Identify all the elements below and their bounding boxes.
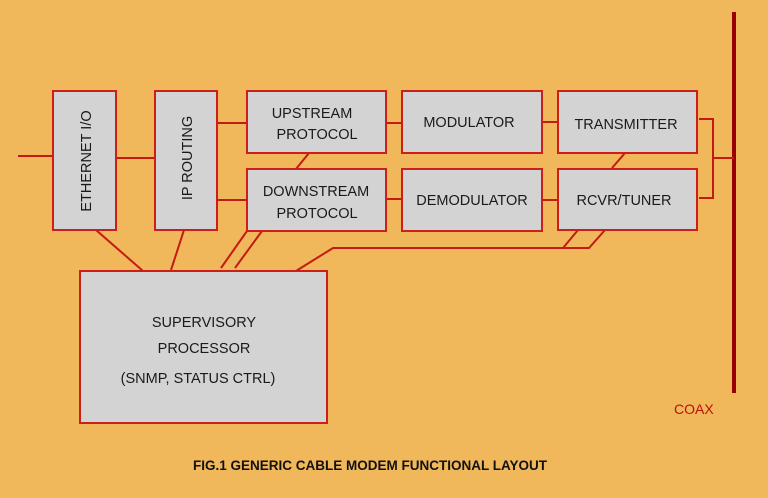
rcvr-tuner-block: RCVR/TUNER bbox=[557, 168, 698, 231]
upstream-label-line1: UPSTREAM bbox=[272, 106, 353, 122]
connections bbox=[18, 118, 734, 272]
wire-ethernet-supervisory bbox=[95, 229, 144, 272]
ethernet-io-block: ETHERNET I/O bbox=[52, 90, 117, 231]
wire-supervisory-rcvr-b bbox=[562, 229, 579, 249]
downstream-label-line2: PROTOCOL bbox=[276, 206, 357, 222]
modulator-block: MODULATOR bbox=[401, 90, 543, 154]
wire-upstream-downstream bbox=[295, 152, 310, 170]
rcvr-tuner-label: RCVR/TUNER bbox=[576, 193, 671, 209]
supervisory-label-line2: PROCESSOR bbox=[158, 341, 251, 357]
demodulator-label: DEMODULATOR bbox=[416, 193, 527, 209]
wire-rf-combiner bbox=[699, 118, 714, 199]
figure-caption: FIG.1 GENERIC CABLE MODEM FUNCTIONAL LAY… bbox=[193, 458, 548, 473]
ethernet-io-label: ETHERNET I/O bbox=[79, 110, 95, 211]
downstream-label-line1: DOWNSTREAM bbox=[263, 184, 369, 200]
transmitter-label: TRANSMITTER bbox=[574, 117, 677, 133]
coax-label: COAX bbox=[674, 401, 714, 417]
wire-iprouting-supervisory bbox=[170, 229, 185, 271]
demodulator-block: DEMODULATOR bbox=[401, 168, 543, 232]
supervisory-label-line1: SUPERVISORY bbox=[152, 315, 257, 331]
wire-downstream-supervisory-b bbox=[234, 230, 263, 269]
transmitter-block: TRANSMITTER bbox=[557, 90, 698, 154]
ip-routing-block: IP ROUTING bbox=[154, 90, 218, 231]
wire-transmitter-rcvr bbox=[611, 152, 626, 169]
upstream-protocol-block: UPSTREAM PROTOCOL bbox=[246, 90, 387, 154]
supervisory-processor-block: SUPERVISORY PROCESSOR (SNMP, STATUS CTRL… bbox=[79, 270, 328, 424]
downstream-protocol-block: DOWNSTREAM PROTOCOL bbox=[246, 168, 387, 232]
modulator-label: MODULATOR bbox=[423, 115, 514, 131]
upstream-label-line2: PROTOCOL bbox=[276, 127, 357, 143]
wire-supervisory-rcvr-a bbox=[295, 229, 606, 272]
wire-downstream-supervisory-a bbox=[220, 230, 248, 269]
ip-routing-label: IP ROUTING bbox=[180, 116, 196, 200]
supervisory-label-line3: (SNMP, STATUS CTRL) bbox=[121, 371, 276, 387]
